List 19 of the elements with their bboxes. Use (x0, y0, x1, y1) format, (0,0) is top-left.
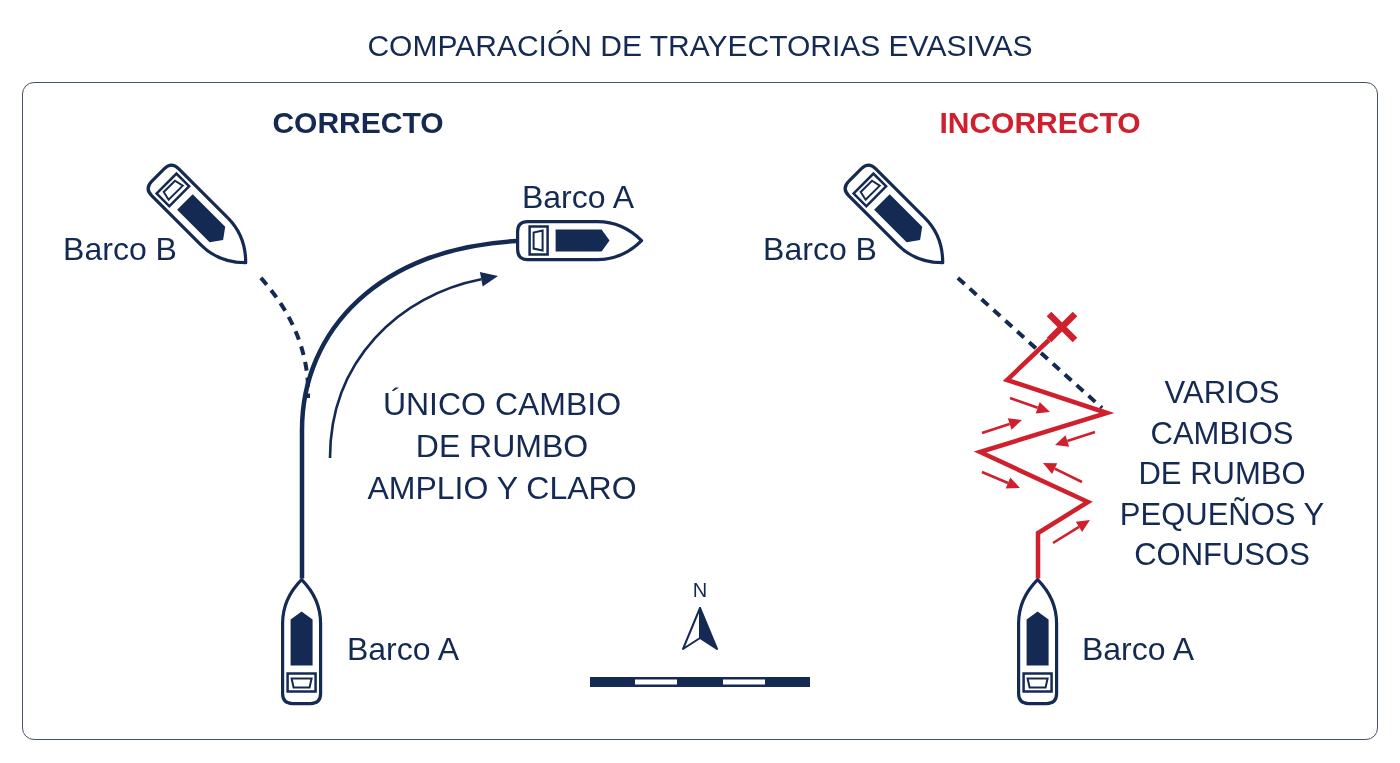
annotation-text: ÚNICO CAMBIO DE RUMBO AMPLIO Y CLARO (367, 385, 637, 508)
annotation-text: VARIOS CAMBIOS DE RUMBO PEQUEÑOS Y CONFUSOS (1119, 373, 1325, 574)
cross-mark (1049, 314, 1075, 340)
boat-label: Barco B (63, 230, 177, 268)
north-label: N (692, 578, 708, 602)
dashed-course-line (956, 276, 1104, 410)
diagram-title: COMPARACIÓN DE TRAYECTORIAS EVASIVAS (367, 28, 1033, 64)
boat-icon (281, 578, 323, 706)
boat-label: Barco A (346, 630, 460, 668)
boat-label: Barco A (521, 178, 635, 216)
panel-heading: CORRECTO (272, 105, 444, 141)
course-line (299, 238, 517, 579)
zigzag-course-line (973, 338, 1115, 579)
boat-icon (516, 220, 644, 262)
boat-label: Barco B (763, 230, 877, 268)
boat-icon (1017, 578, 1059, 706)
panel-heading: INCORRECTO (939, 105, 1141, 141)
dashed-course-line (259, 276, 310, 398)
boat-label: Barco A (1081, 630, 1195, 668)
